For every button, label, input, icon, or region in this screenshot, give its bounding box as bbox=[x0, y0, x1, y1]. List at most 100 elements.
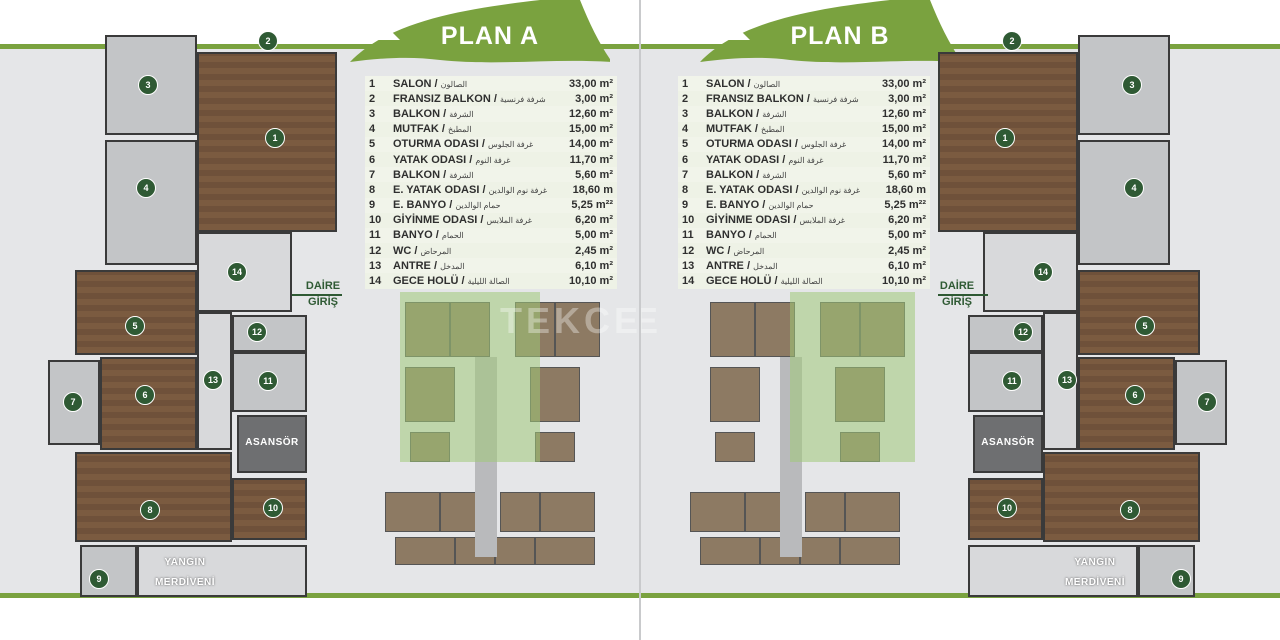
room-name: E. BANYO / حمام الوالدين bbox=[393, 199, 557, 211]
key-plan-unit bbox=[690, 492, 745, 532]
room-name-tr: FRANSIZ BALKON bbox=[393, 92, 491, 105]
room-name-ar: حمام الوالدين bbox=[455, 201, 501, 211]
room-name: BALKON / الشرفة bbox=[393, 169, 557, 181]
room-name-ar: المطبخ bbox=[761, 125, 785, 135]
room-area: 15,00 m² bbox=[881, 123, 926, 136]
key-plan-unit bbox=[755, 302, 795, 357]
room-name-ar: الحمام bbox=[754, 231, 777, 241]
room-number-badge: 8 bbox=[1120, 500, 1140, 520]
room-name: OTURMA ODASI / غرفة الجلوس bbox=[706, 138, 870, 150]
key-plan-unit bbox=[535, 432, 575, 462]
room-name-tr: GECE HOLÜ bbox=[393, 275, 459, 288]
slash: / bbox=[753, 168, 763, 181]
room-number: 1 bbox=[369, 77, 376, 90]
room-name-tr: BANYO bbox=[706, 229, 746, 242]
room-name: GİYİNME ODASI / غرفة الملابس bbox=[706, 214, 870, 226]
room-area: 6,10 m² bbox=[888, 259, 926, 272]
room-number-badge: 14 bbox=[1033, 262, 1053, 282]
highlighted-unit bbox=[790, 292, 915, 462]
room-number: 12 bbox=[682, 244, 695, 257]
stairs-label: YANGIN bbox=[164, 557, 206, 568]
room-name-tr: SALON bbox=[706, 77, 745, 90]
green-band-top bbox=[0, 44, 640, 49]
key-plan-unit bbox=[745, 492, 785, 532]
plan-title: PLAN A bbox=[440, 22, 540, 50]
room-area: 2,45 m² bbox=[575, 244, 613, 257]
room-number: 2 bbox=[682, 92, 689, 105]
room-area: 5,00 m² bbox=[575, 229, 613, 242]
room-number: 7 bbox=[369, 168, 376, 181]
room-number: 3 bbox=[682, 107, 689, 120]
slash: / bbox=[743, 259, 754, 272]
room-number-badge: 13 bbox=[203, 370, 223, 390]
room-area: 11,70 m² bbox=[882, 153, 926, 166]
room-name-tr: ANTRE bbox=[706, 259, 744, 272]
room-number: 9 bbox=[682, 199, 689, 212]
room-name: BANYO / الحمام bbox=[393, 229, 557, 241]
room-name-ar: الشرفة bbox=[762, 170, 787, 180]
stairs-label: YANGIN bbox=[1074, 557, 1116, 568]
entrance-arrow bbox=[938, 294, 988, 296]
slash: / bbox=[430, 259, 441, 272]
room-name: WC / المرحاض bbox=[706, 245, 870, 257]
room-name-tr: YATAK ODASI bbox=[706, 153, 780, 166]
key-plan-unit bbox=[495, 537, 535, 565]
green-band-bottom bbox=[640, 593, 1280, 598]
room-name-tr: OTURMA ODASI bbox=[706, 138, 792, 151]
room-number-badge: 1 bbox=[265, 128, 285, 148]
room-area: 6,10 m² bbox=[575, 259, 613, 272]
room-name-tr: BANYO bbox=[393, 229, 433, 242]
green-band-bottom bbox=[0, 593, 640, 598]
room-number-badge: 2 bbox=[258, 31, 278, 51]
room-bedroom-6 bbox=[1078, 357, 1175, 450]
room-name: FRANSIZ BALKON / شرفة فرنسية bbox=[393, 93, 557, 105]
room-area: 3,00 m² bbox=[575, 92, 613, 105]
building-key-plan bbox=[680, 292, 915, 565]
key-plan-unit bbox=[805, 492, 845, 532]
room-name-ar: غرفة نوم الوالدين bbox=[801, 185, 860, 195]
room-number: 1 bbox=[682, 77, 689, 90]
slash: / bbox=[478, 138, 488, 151]
room-name-ar: الصالة الليلية bbox=[780, 277, 823, 287]
room-name: ANTRE / المدخل bbox=[393, 260, 557, 272]
room-name-tr: BALKON bbox=[393, 107, 441, 120]
key-plan-unit bbox=[555, 302, 600, 357]
room-name: GECE HOLÜ / الصالة الليلية bbox=[393, 275, 557, 287]
slash: / bbox=[744, 77, 754, 90]
slash: / bbox=[771, 275, 781, 288]
room-name-ar: غرفة النوم bbox=[475, 155, 511, 165]
slash: / bbox=[446, 199, 456, 212]
key-plan-unit bbox=[715, 432, 755, 462]
key-plan-unit bbox=[800, 537, 840, 565]
key-plan-unit bbox=[845, 492, 900, 532]
room-number-badge: 14 bbox=[227, 262, 247, 282]
room-name-ar: المدخل bbox=[753, 261, 778, 271]
room-number-badge: 11 bbox=[1002, 371, 1022, 391]
room-name: OTURMA ODASI / غرفة الجلوس bbox=[393, 138, 557, 150]
room-fire-stairs bbox=[968, 545, 1138, 597]
highlighted-unit bbox=[400, 292, 540, 462]
room-area: 10,10 m² bbox=[881, 275, 926, 288]
room-area: 14,00 m² bbox=[568, 138, 613, 151]
leaf-header: PLAN B bbox=[700, 0, 962, 72]
slash: / bbox=[466, 153, 476, 166]
room-number: 10 bbox=[682, 214, 695, 227]
room-name: SALON / الصالون bbox=[393, 78, 557, 90]
room-number-badge: 4 bbox=[136, 178, 156, 198]
room-name-tr: SALON bbox=[393, 77, 432, 90]
